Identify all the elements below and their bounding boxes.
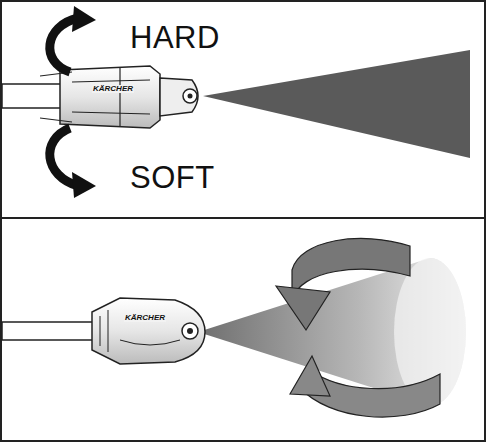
adjustable-nozzle <box>60 66 160 128</box>
setting-label: HARD <box>130 22 220 53</box>
brand-mark: KÄRCHER <box>92 85 134 93</box>
setting-label: SOFT <box>130 162 215 193</box>
lance <box>2 84 64 108</box>
spray-jet <box>203 50 470 158</box>
divider <box>1 217 485 219</box>
rotary-nozzle <box>92 298 205 364</box>
brand-mark: KÄRCHER <box>124 314 166 322</box>
lance <box>2 322 94 340</box>
